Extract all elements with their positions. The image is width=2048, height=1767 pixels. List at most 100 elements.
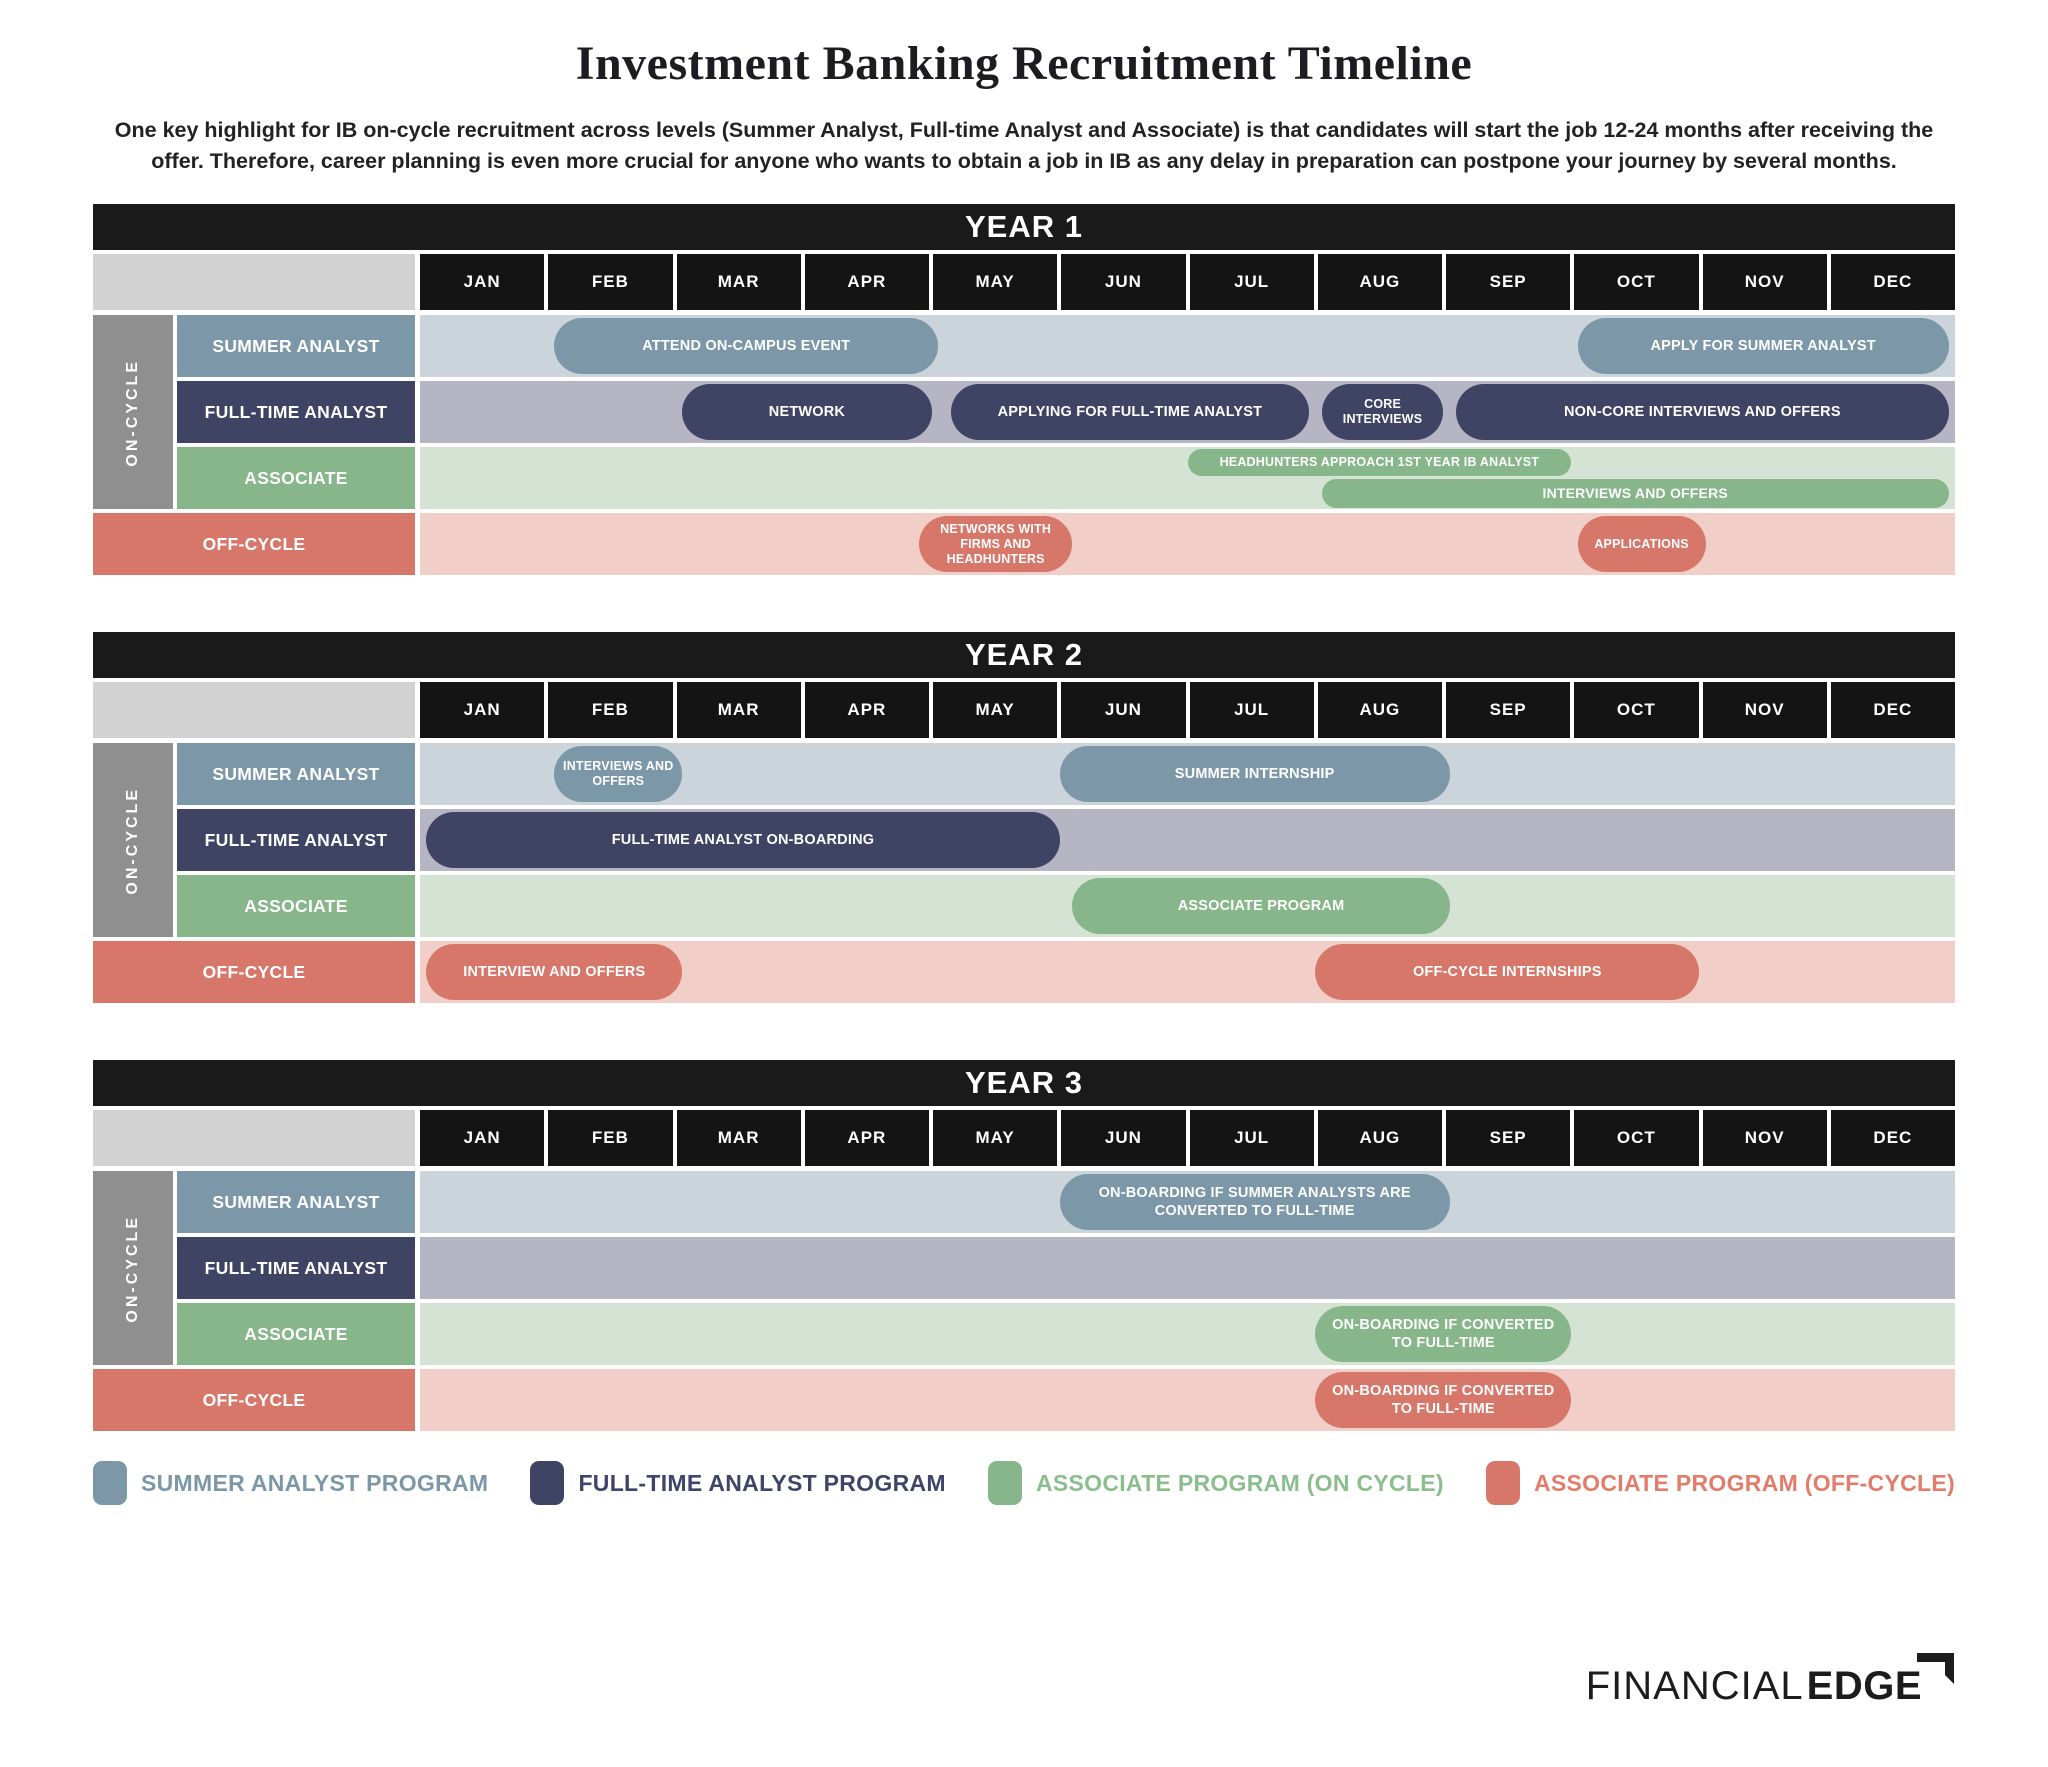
legend-swatch-icon xyxy=(93,1461,127,1506)
timeline-bar: NETWORKS WITH FIRMS AND HEADHUNTERS xyxy=(918,516,1073,573)
month-header-corner xyxy=(93,1110,415,1167)
timeline-bar: FULL-TIME ANALYST ON-BOARDING xyxy=(426,812,1060,869)
on-cycle-vertical-label: ON-CYCLE xyxy=(124,1214,141,1323)
month-header-cell: DEC xyxy=(1830,254,1955,311)
timeline-bar: INTERVIEWS AND OFFERS xyxy=(1321,479,1949,509)
month-header-cell: FEB xyxy=(548,682,673,739)
row-label: OFF-CYCLE xyxy=(93,1369,415,1432)
row-label: FULL-TIME ANALYST xyxy=(177,809,415,872)
legend-item: ASSOCIATE PROGRAM (ON CYCLE) xyxy=(987,1461,1444,1506)
timeline-bar: APPLYING FOR FULL-TIME ANALYST xyxy=(950,384,1309,441)
row-track: HEADHUNTERS APPROACH 1ST YEAR IB ANALYST… xyxy=(420,447,1955,510)
legend-label: SUMMER ANALYST PROGRAM xyxy=(141,1469,489,1496)
month-header-cell: AUG xyxy=(1317,254,1442,311)
row-track xyxy=(420,1237,1955,1300)
on-cycle-vertical-label: ON-CYCLE xyxy=(124,786,141,895)
legend-swatch-icon xyxy=(530,1461,565,1506)
timeline-bar: ON-BOARDING IF CONVERTED TO FULL-TIME xyxy=(1315,1372,1572,1429)
timeline-bar: INTERVIEWS AND OFFERS xyxy=(554,746,683,803)
timeline-bar: APPLICATIONS xyxy=(1577,516,1706,573)
on-cycle-vertical-label: ON-CYCLE xyxy=(124,358,141,467)
month-header-cell: JUN xyxy=(1061,682,1186,739)
timeline-bar: ON-BOARDING IF SUMMER ANALYSTS ARE CONVE… xyxy=(1059,1174,1450,1231)
row-track: FULL-TIME ANALYST ON-BOARDING xyxy=(420,809,1955,872)
timeline-bar: HEADHUNTERS APPROACH 1ST YEAR IB ANALYST xyxy=(1187,449,1572,477)
month-header-corner xyxy=(93,254,415,311)
month-header-cell: MAY xyxy=(933,682,1058,739)
table-row: FULL-TIME ANALYST xyxy=(93,1237,1955,1300)
month-header-cell: FEB xyxy=(548,1110,673,1167)
timeline-rows: SUMMER ANALYST INTERVIEWS AND OFFERS SUMME… xyxy=(93,743,1955,1004)
month-header-cell: SEP xyxy=(1446,682,1571,739)
month-header-cell: DEC xyxy=(1830,682,1955,739)
legend-item: FULL-TIME ANALYST PROGRAM xyxy=(530,1461,946,1506)
logo-text-financial: FINANCIAL xyxy=(1585,1664,1804,1708)
month-header-cell: NOV xyxy=(1702,682,1827,739)
month-header-cell: MAR xyxy=(676,682,801,739)
timeline-bar: ASSOCIATE PROGRAM xyxy=(1072,878,1450,935)
table-row: SUMMER ANALYST ON-BOARDING IF SUMMER ANAL… xyxy=(93,1171,1955,1234)
legend-swatch-icon xyxy=(1485,1461,1520,1506)
month-header-cell: NOV xyxy=(1702,254,1827,311)
legend-item: SUMMER ANALYST PROGRAM xyxy=(93,1461,489,1506)
year-body: ON-CYCLE SUMMER ANALYST INTERVIEWS AND OFF… xyxy=(93,743,1955,1004)
legend: SUMMER ANALYST PROGRAM FULL-TIME ANALYST … xyxy=(93,1461,1955,1506)
month-header-cell: DEC xyxy=(1830,1110,1955,1167)
row-label: FULL-TIME ANALYST xyxy=(177,1237,415,1300)
row-label: SUMMER ANALYST xyxy=(177,743,415,806)
month-header-cell: NOV xyxy=(1702,1110,1827,1167)
month-header-cell: OCT xyxy=(1574,1110,1699,1167)
legend-item: ASSOCIATE PROGRAM (OFF-CYCLE) xyxy=(1485,1461,1955,1506)
row-label: OFF-CYCLE xyxy=(93,513,415,576)
month-header-cell: FEB xyxy=(548,254,673,311)
timeline-rows: SUMMER ANALYST ON-BOARDING IF SUMMER ANAL… xyxy=(93,1171,1955,1432)
row-label: ASSOCIATE xyxy=(177,1303,415,1366)
month-header-cell: JUN xyxy=(1061,1110,1186,1167)
month-header-cell: APR xyxy=(804,254,929,311)
timeline-bar: ATTEND ON-CAMPUS EVENT xyxy=(554,318,939,375)
legend-label: ASSOCIATE PROGRAM (OFF-CYCLE) xyxy=(1533,1469,1955,1496)
month-header-cell: AUG xyxy=(1317,682,1442,739)
month-header-corner xyxy=(93,682,415,739)
month-header-cell: JUL xyxy=(1189,682,1314,739)
month-header-cell: JAN xyxy=(420,254,545,311)
on-cycle-strip: ON-CYCLE xyxy=(93,315,173,510)
legend-label: FULL-TIME ANALYST PROGRAM xyxy=(578,1469,946,1496)
row-label: OFF-CYCLE xyxy=(93,941,415,1004)
row-label: ASSOCIATE xyxy=(177,875,415,938)
legend-swatch-icon xyxy=(987,1461,1022,1506)
month-header-cell: SEP xyxy=(1446,1110,1571,1167)
month-header-cell: OCT xyxy=(1574,254,1699,311)
row-label: SUMMER ANALYST xyxy=(177,1171,415,1234)
month-header-cell: JUN xyxy=(1061,254,1186,311)
month-header-cell: MAY xyxy=(933,1110,1058,1167)
timeline-bar: SUMMER INTERNSHIP xyxy=(1059,746,1450,803)
row-track: NETWORKS WITH FIRMS AND HEADHUNTERS APPLI… xyxy=(420,513,1955,576)
month-header-cell: MAY xyxy=(933,254,1058,311)
logo-corner-arrow-icon xyxy=(1917,1653,1954,1684)
table-row: ASSOCIATE ASSOCIATE PROGRAM xyxy=(93,875,1955,938)
month-header-cell: JUL xyxy=(1189,1110,1314,1167)
infographic: Investment Banking Recruitment Timeline … xyxy=(0,36,2048,1506)
row-label: ASSOCIATE xyxy=(177,447,415,510)
year-header: YEAR 3 xyxy=(93,1060,1955,1107)
month-header-cell: OCT xyxy=(1574,682,1699,739)
